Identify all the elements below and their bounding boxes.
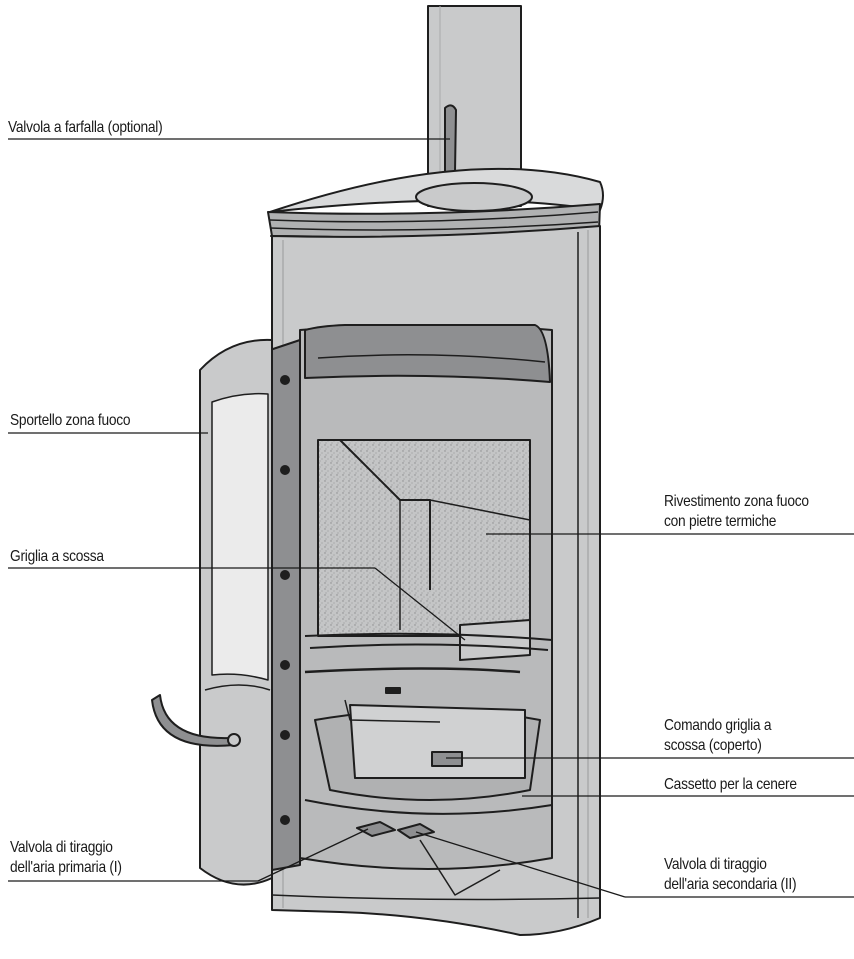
- label-primary-air: Valvola di tiraggio dell'aria primaria (…: [10, 838, 122, 878]
- label-primary-air-line1: Valvola di tiraggio: [10, 839, 113, 856]
- label-shaking-grate-text: Griglia a scossa: [10, 548, 104, 565]
- label-firebox-lining: Rivestimento zona fuoco con pietre termi…: [664, 492, 809, 532]
- butterfly-valve-handle: [444, 104, 457, 173]
- label-grate-control-line2: scossa (coperto): [664, 737, 762, 754]
- ash-drawer: [349, 704, 526, 779]
- stone-lining: [317, 439, 531, 637]
- label-firebox-door-text: Sportello zona fuoco: [10, 412, 131, 429]
- label-firebox-door: Sportello zona fuoco: [10, 411, 131, 431]
- stove-base: [271, 894, 601, 901]
- label-shaking-grate: Griglia a scossa: [10, 547, 104, 567]
- grate-handle: [459, 619, 531, 661]
- door-glass: [211, 392, 269, 681]
- label-lining-line1: Rivestimento zona fuoco: [664, 493, 809, 510]
- label-grate-control: Comando griglia a scossa (coperto): [664, 716, 772, 756]
- grate-control: [431, 751, 463, 767]
- flue-collar: [415, 182, 533, 212]
- label-primary-air-line2: dell'aria primaria (I): [10, 859, 122, 876]
- label-butterfly-valve-text: Valvola a farfalla (optional): [8, 119, 163, 136]
- door-frame: [269, 339, 301, 871]
- label-secondary-air-line2: dell'aria secondaria (II): [664, 876, 797, 893]
- label-lining-line2: con pietre termiche: [664, 513, 777, 530]
- label-secondary-air-line1: Valvola di tiraggio: [664, 856, 767, 873]
- label-secondary-air: Valvola di tiraggio dell'aria secondaria…: [664, 855, 797, 895]
- label-ash-drawer-text: Cassetto per la cenere: [664, 776, 797, 793]
- label-ash-drawer: Cassetto per la cenere: [664, 775, 797, 795]
- air-valve-secondary: [397, 823, 435, 839]
- baffle-plate: [304, 324, 551, 383]
- label-grate-control-line1: Comando griglia a: [664, 717, 772, 734]
- label-butterfly-valve: Valvola a farfalla (optional): [8, 118, 163, 138]
- air-valve-primary: [356, 821, 396, 837]
